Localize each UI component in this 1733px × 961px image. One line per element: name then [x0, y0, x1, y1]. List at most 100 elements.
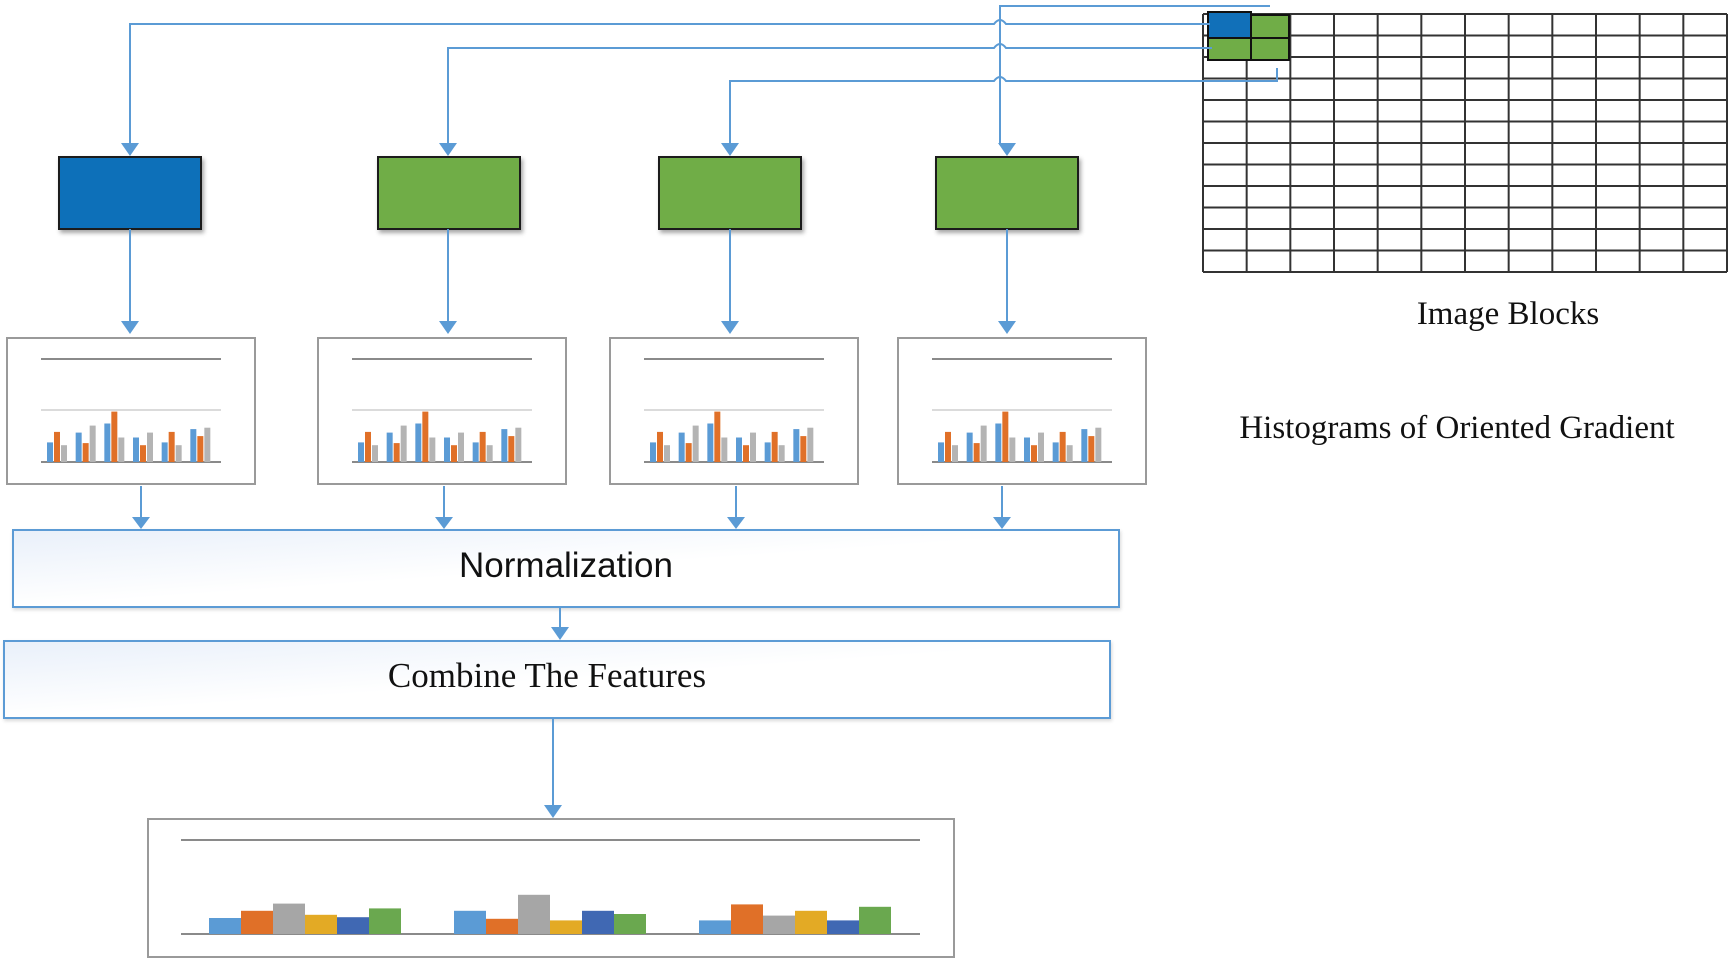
histogram-bar-blue [736, 437, 742, 462]
histogram-bar-blue [161, 442, 168, 462]
histogram-bar-orange [685, 443, 692, 462]
histogram-bar-orange [451, 445, 457, 462]
histogram-bar-blue [415, 423, 422, 462]
histogram-bar-orange [508, 436, 515, 462]
normalization-box [12, 529, 1120, 608]
histogram-bar-gray [458, 432, 464, 462]
histogram-bar-orange [743, 445, 749, 462]
histogram-bar-orange [197, 436, 204, 462]
normalization-to-combine-arrow [551, 607, 569, 640]
histogram-bar-blue [444, 437, 450, 462]
histogram-bar-blue [104, 423, 111, 462]
histogram-bar-gray [692, 425, 699, 462]
histogram-bar-orange [140, 445, 146, 462]
histogram-bar-gray [204, 427, 211, 462]
histogram-bar-blue [995, 423, 1002, 462]
histogram-panel [897, 337, 1147, 485]
combined-histogram-bar [486, 918, 518, 934]
histogram-bar-gray [1066, 445, 1073, 462]
combined-histogram-bar [454, 910, 486, 934]
image-blocks-grid [1202, 13, 1728, 273]
histogram-bar-gray [118, 437, 125, 462]
histogram-bar-orange [54, 431, 60, 462]
combined-histogram-bar [369, 908, 401, 934]
histogram-bar-orange [945, 431, 951, 462]
histogram-bar-orange [1059, 431, 1066, 462]
histogram-bar-gray [486, 445, 493, 462]
histogram-panel [317, 337, 567, 485]
histogram-bar-gray [778, 445, 785, 462]
histogram-bar-gray [61, 445, 67, 462]
histogram-bar-blue [133, 437, 139, 462]
histogram-bar-blue [386, 432, 393, 462]
histogram-bar-blue [1024, 437, 1030, 462]
histogram-bar-orange [973, 443, 980, 462]
histogram-bar-gray [147, 432, 153, 462]
histogram-bar-orange [82, 443, 89, 462]
normalization-label: Normalization [459, 546, 673, 585]
histogram-bar-gray [429, 437, 436, 462]
grid-to-block-connectors [129, 5, 1278, 145]
histogram-bar-orange [422, 411, 429, 462]
histogram-bar-blue [472, 442, 479, 462]
histogram-bar-orange [1088, 436, 1095, 462]
combined-histogram-bar [827, 920, 859, 934]
histogram-bar-gray [980, 425, 987, 462]
histogram-bar-gray [807, 427, 814, 462]
histogram-bar-gray [1095, 427, 1102, 462]
histogram-bar-gray [400, 425, 407, 462]
histogram-bar-gray [89, 425, 96, 462]
histogram-to-normalization-arrows [132, 486, 1011, 529]
histogram-bar-blue [793, 429, 800, 462]
histogram-bar-blue [678, 432, 685, 462]
combined-histogram-bar [731, 904, 763, 934]
histogram-bar-blue [47, 442, 53, 462]
combined-histogram-bar [209, 918, 241, 934]
histogram-bar-blue [1052, 442, 1059, 462]
histogram-bar-orange [657, 431, 663, 462]
block-cell-green-3 [1250, 37, 1290, 61]
block-feature-green-2 [658, 156, 802, 230]
combined-histogram-bar [305, 914, 337, 934]
combined-histogram-bar [241, 910, 273, 934]
histogram-bar-orange [168, 431, 175, 462]
block-cell-blue [1207, 11, 1252, 39]
histogram-bar-blue [650, 442, 656, 462]
histogram-bar-gray [1009, 437, 1016, 462]
combined-histogram-bar [699, 920, 731, 934]
histogram-bar-gray [175, 445, 182, 462]
combined-histogram-bar [273, 903, 305, 934]
histogram-bar-blue [358, 442, 364, 462]
combined-histogram-bar [518, 894, 550, 934]
hog-label: Histograms of Oriented Gradient [1239, 410, 1674, 446]
combined-histogram-bar [550, 920, 582, 934]
histogram-bar-gray [372, 445, 378, 462]
histogram-bar-orange [393, 443, 400, 462]
histogram-bar-blue [707, 423, 714, 462]
histogram-panel [6, 337, 256, 485]
combined-histogram-bar [337, 917, 369, 934]
histogram-bar-blue [190, 429, 197, 462]
block-feature-green-1 [377, 156, 521, 230]
histogram-bar-blue [1081, 429, 1088, 462]
connector-arrowheads [121, 143, 1016, 156]
block-cell-green-2 [1207, 37, 1252, 61]
histogram-bar-orange [365, 431, 371, 462]
combined-histogram-bar [582, 910, 614, 934]
histogram-panel [609, 337, 859, 485]
histogram-bar-blue [966, 432, 973, 462]
histogram-bar-orange [771, 431, 778, 462]
histogram-bar-gray [750, 432, 756, 462]
combined-histogram-bar [763, 915, 795, 934]
histogram-bar-orange [111, 411, 118, 462]
image-blocks-label: Image Blocks [1417, 296, 1599, 332]
histogram-bar-blue [501, 429, 508, 462]
block-to-histogram-arrows [121, 229, 1016, 334]
combine-features-box [3, 640, 1111, 719]
histogram-bar-orange [714, 411, 721, 462]
combine-features-label: Combine The Features [388, 656, 706, 695]
combined-histogram-bar [795, 910, 827, 934]
histogram-bar-orange [1031, 445, 1037, 462]
histogram-bar-orange [800, 436, 807, 462]
